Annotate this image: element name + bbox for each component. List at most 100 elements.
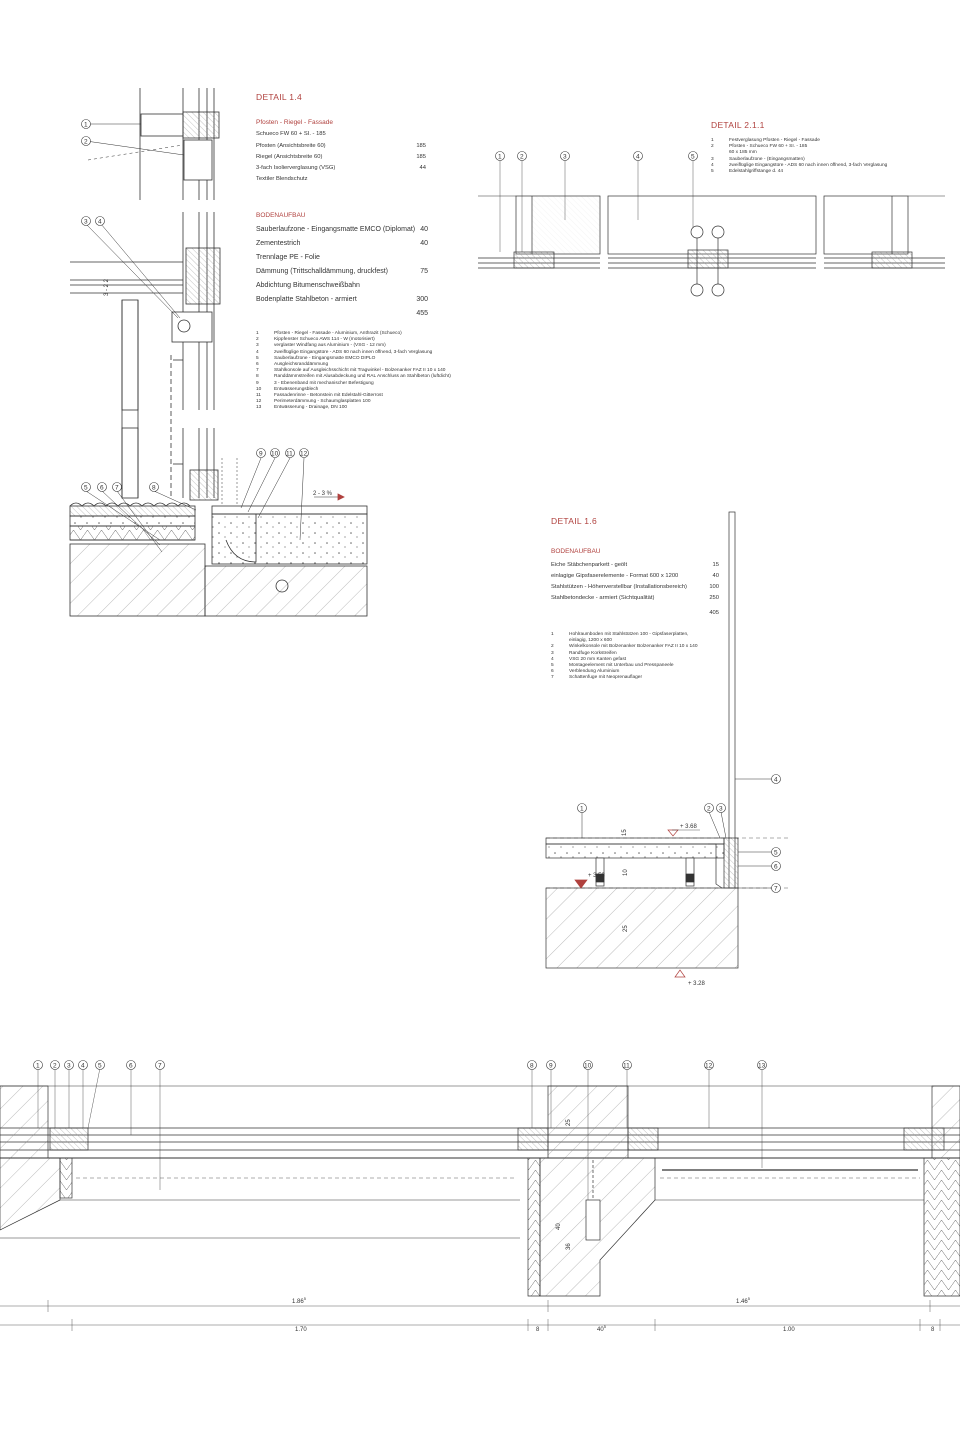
detail-16-title: DETAIL 1.6 [551, 516, 597, 526]
level-bottom: + 3.28 [688, 981, 706, 987]
detail-16-callouts: 1 2 3 4 5 6 7 [577, 774, 781, 893]
svg-text:7: 7 [115, 485, 119, 492]
dim-d: 1.00 [783, 1327, 795, 1333]
floor-row: 455 [416, 310, 428, 317]
callout-2 [81, 136, 91, 146]
floor-rows-14: Sauberlaufzone - Eingangsmatte EMCO (Dip… [256, 223, 428, 321]
dim-25-bottom: 25 [566, 1119, 572, 1126]
svg-text:5: 5 [774, 850, 778, 857]
floor-row: einlagige Gipsfaserelemente - Format 600… [551, 573, 719, 579]
floor-heading-16: BODENAUFBAU [551, 548, 601, 555]
callout-3 [81, 216, 91, 226]
dim-a: 1.70 [295, 1327, 307, 1333]
svg-text:6: 6 [100, 485, 104, 492]
svg-text:2: 2 [520, 154, 524, 161]
facade-system: Schueco FW 60 + SI. - 185 [256, 131, 326, 137]
floor-row: Abdichtung Bitumenschweißbahn [256, 282, 360, 289]
svg-text:1: 1 [498, 154, 502, 161]
dim-15: 15 [622, 829, 628, 836]
dim-e: 8 [931, 1327, 935, 1333]
floor-row: Stahlstützen - Höhenverstellbar (Install… [551, 584, 719, 590]
callout-7 [112, 482, 122, 492]
svg-text:2: 2 [53, 1063, 57, 1070]
floor-row: Stahlbetondecke - armiert (Sichtqualität… [551, 595, 719, 601]
svg-text:1: 1 [36, 1063, 40, 1070]
svg-text:3: 3 [719, 806, 723, 813]
detail-211-drawing [478, 160, 945, 297]
facade-row: Riegel (Ansichtsbreite 60)185 [256, 154, 426, 160]
callout-11 [285, 448, 295, 458]
svg-text:4: 4 [98, 219, 102, 226]
dim-25: 25 [623, 925, 629, 932]
svg-text:11: 11 [286, 451, 293, 458]
svg-text:2: 2 [707, 806, 711, 813]
svg-text:4: 4 [636, 154, 640, 161]
dim-40-bottom: 40 [556, 1223, 562, 1230]
floor-heading-14: BODENAUFBAU [256, 212, 306, 219]
level-mid: + 3.53 [588, 873, 606, 879]
floor-row: 405 [709, 610, 719, 616]
svg-text:1: 1 [580, 806, 584, 813]
svg-text:9: 9 [259, 451, 263, 458]
facade-heading: Pfosten - Riegel - Fassade [256, 119, 333, 126]
callout-1 [81, 119, 91, 129]
facade-rows: Pfosten (Ansichtsbreite 60)185 Riegel (A… [256, 141, 426, 185]
svg-text:4: 4 [81, 1063, 85, 1070]
detail-211-title: DETAIL 2.1.1 [711, 120, 765, 130]
callout-5 [81, 482, 91, 492]
svg-text:12: 12 [300, 451, 308, 458]
detail-16-drawing [545, 511, 790, 978]
svg-text:10: 10 [271, 451, 279, 458]
slope-label: 2 - 3 % [313, 491, 333, 497]
callout-4 [95, 216, 105, 226]
svg-text:8: 8 [530, 1063, 534, 1070]
svg-text:3: 3 [84, 219, 88, 226]
svg-text:6: 6 [129, 1063, 133, 1070]
svg-text:6: 6 [774, 864, 778, 871]
callout-9 [256, 448, 266, 458]
dim-label-14: 3 - 2 2 [104, 278, 110, 296]
svg-text:9: 9 [549, 1063, 553, 1070]
svg-text:5: 5 [691, 154, 695, 161]
callout-8 [149, 482, 159, 492]
dim-c: 405 [597, 1324, 607, 1333]
detail-14-callouts: 1 2 3 4 5 6 7 8 9 10 11 12 [81, 119, 309, 492]
dim-right-top: 1.465 [736, 1296, 751, 1305]
svg-text:13: 13 [758, 1063, 766, 1070]
level-top: + 3.68 [680, 824, 698, 830]
facade-row: Textiler Blendschutz [256, 176, 308, 182]
svg-text:10: 10 [584, 1063, 592, 1070]
svg-text:2: 2 [84, 139, 88, 146]
svg-text:7: 7 [158, 1063, 162, 1070]
svg-text:1: 1 [84, 122, 88, 129]
facade-row: 3-fach Isolierverglasung (VSG)44 [256, 165, 426, 171]
svg-text:4: 4 [774, 777, 778, 784]
svg-text:5: 5 [98, 1063, 102, 1070]
svg-text:5: 5 [84, 485, 88, 492]
